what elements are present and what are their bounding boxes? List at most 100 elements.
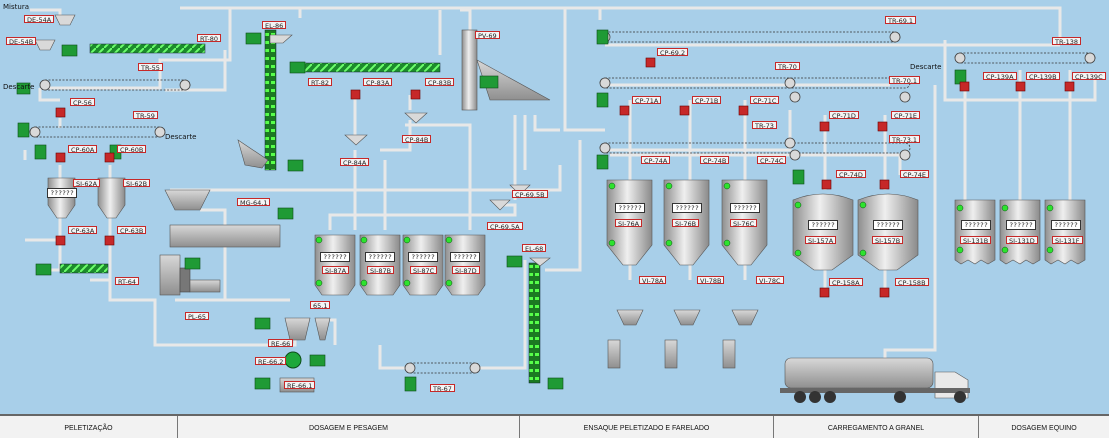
tag-si76c[interactable]: SI-76C	[730, 219, 758, 228]
tab-dosagem-pesagem[interactable]: DOSAGEM E PESAGEM	[178, 416, 520, 438]
tag-re662[interactable]: RE-66.2	[255, 357, 287, 366]
tag-si87b[interactable]: SI-87B	[367, 266, 395, 275]
tag-mg641[interactable]: MG-64.1	[237, 198, 271, 207]
valve[interactable]	[679, 105, 690, 116]
tag-cp84b[interactable]: CP-84B	[402, 135, 432, 144]
motor[interactable]	[596, 154, 609, 170]
silo-si131f[interactable]	[1044, 199, 1086, 265]
tag-cp63b[interactable]: CP-63B	[117, 226, 147, 235]
motor[interactable]	[792, 169, 805, 185]
valve[interactable]	[879, 287, 890, 298]
tag-rt64[interactable]: RT-64	[115, 277, 140, 286]
motor[interactable]	[506, 255, 523, 268]
silo-si62a[interactable]	[47, 177, 76, 219]
mixer-mg641[interactable]	[169, 224, 281, 248]
silo-si87b[interactable]	[359, 234, 401, 296]
motor[interactable]	[34, 144, 47, 160]
elevator-el68[interactable]	[528, 262, 541, 384]
tag-tr731[interactable]: TR-73.1	[889, 135, 921, 144]
tag-si87d[interactable]: SI-87D	[452, 266, 480, 275]
tab-ensaque[interactable]: ENSAQUE PELETIZADO E FARELADO	[520, 416, 774, 438]
tag-si131f[interactable]: SI-131F	[1052, 236, 1083, 245]
tag-si62b[interactable]: SI-62B	[123, 179, 151, 188]
tag-vi78b[interactable]: VI-78B	[697, 276, 725, 285]
tag-si131b[interactable]: SI-131B	[960, 236, 992, 245]
tag-tr73[interactable]: TR-73	[752, 121, 777, 130]
valve[interactable]	[55, 152, 66, 163]
pellet-press-pl65[interactable]	[189, 279, 221, 293]
tag-si62a[interactable]: SI-62A	[73, 179, 101, 188]
tag-si87c[interactable]: SI-87C	[410, 266, 438, 275]
silo-si62b[interactable]	[97, 177, 126, 219]
conveyor-tr138[interactable]	[954, 52, 1096, 64]
tag-si87a[interactable]: SI-87A	[322, 266, 350, 275]
tag-vi78a[interactable]: VI-78A	[639, 276, 667, 285]
tag-si76b[interactable]: SI-76B	[672, 219, 700, 228]
silo-si131b[interactable]	[954, 199, 996, 265]
tag-rt82[interactable]: RT-82	[308, 78, 333, 87]
valve[interactable]	[645, 57, 656, 68]
tab-dosagem-equino[interactable]: DOSAGEM EQUINO	[1011, 424, 1077, 432]
grinder-pv69[interactable]	[461, 29, 551, 111]
tag-tr701[interactable]: TR-70.1	[889, 76, 921, 85]
tag-re661[interactable]: RE-66.1	[284, 381, 316, 390]
silo-si157b[interactable]	[857, 193, 919, 271]
motor[interactable]	[254, 317, 271, 330]
valve[interactable]	[959, 81, 970, 92]
tag-cp84a[interactable]: CP-84A	[340, 158, 370, 167]
tag-cp139b[interactable]: CP-139B	[1026, 72, 1060, 81]
valve[interactable]	[738, 105, 749, 116]
elevator-el86[interactable]	[264, 29, 277, 171]
tag-cp71d[interactable]: CP-71D	[829, 111, 859, 120]
tag-cp74b[interactable]: CP-74B	[700, 156, 730, 165]
tag-cp63a[interactable]: CP-63A	[68, 226, 98, 235]
silo-si131d[interactable]	[999, 199, 1041, 265]
tag-cp139a[interactable]: CP-139A	[983, 72, 1017, 81]
tag-cp56[interactable]: CP-56	[70, 98, 95, 107]
valve[interactable]	[619, 105, 630, 116]
tag-cp71b[interactable]: CP-71B	[692, 96, 722, 105]
valve[interactable]	[350, 89, 361, 100]
tag-tr55[interactable]: TR-55	[138, 63, 163, 72]
tag-tr59[interactable]: TR-59	[133, 111, 158, 120]
tag-tr691[interactable]: TR-69.1	[885, 16, 917, 25]
tag-vi78c[interactable]: VI-78C	[756, 276, 784, 285]
tag-si131d[interactable]: SI-131D	[1006, 236, 1038, 245]
silo-si87d[interactable]	[444, 234, 486, 296]
tag-cp60b[interactable]: CP-60B	[117, 145, 147, 154]
tag-651[interactable]: 65.1	[310, 301, 331, 310]
tag-cp139c[interactable]: CP-139C	[1072, 72, 1106, 81]
motor[interactable]	[17, 122, 30, 138]
motor[interactable]	[277, 207, 294, 220]
silo-si87c[interactable]	[402, 234, 444, 296]
tab-carregamento-granel[interactable]: CARREGAMENTO A GRANEL	[774, 416, 979, 438]
valve[interactable]	[1015, 81, 1026, 92]
motor[interactable]	[35, 263, 52, 276]
tag-cp83b[interactable]: CP-83B	[425, 78, 455, 87]
valve[interactable]	[819, 287, 830, 298]
tag-tr67[interactable]: TR-67	[430, 384, 455, 393]
silo-si87a[interactable]	[314, 234, 356, 296]
motor[interactable]	[596, 92, 609, 108]
tag-cp692[interactable]: CP-69.2	[657, 48, 689, 57]
tag-cp74a[interactable]: CP-74A	[641, 156, 671, 165]
valve[interactable]	[104, 152, 115, 163]
tag-pl65[interactable]: PL-65	[185, 312, 210, 321]
valve[interactable]	[55, 235, 66, 246]
tag-el68[interactable]: EL-68	[522, 244, 547, 253]
motor[interactable]	[61, 44, 78, 57]
motor[interactable]	[404, 376, 417, 392]
tag-cp74c[interactable]: CP-74C	[757, 156, 787, 165]
valve[interactable]	[104, 235, 115, 246]
valve[interactable]	[410, 89, 421, 100]
valve[interactable]	[877, 121, 888, 132]
motor[interactable]	[547, 377, 564, 390]
tag-cp71a[interactable]: CP-71A	[632, 96, 662, 105]
screw-conveyor-rt64[interactable]	[59, 263, 109, 274]
tag-cp695a[interactable]: CP-69.5A	[487, 222, 523, 231]
screw-conveyor-rt82[interactable]	[299, 62, 441, 73]
motor[interactable]	[184, 257, 201, 270]
conveyor-tr691[interactable]	[599, 31, 901, 43]
silo-si157a[interactable]	[792, 193, 854, 271]
tag-cp74d[interactable]: CP-74D	[836, 170, 866, 179]
